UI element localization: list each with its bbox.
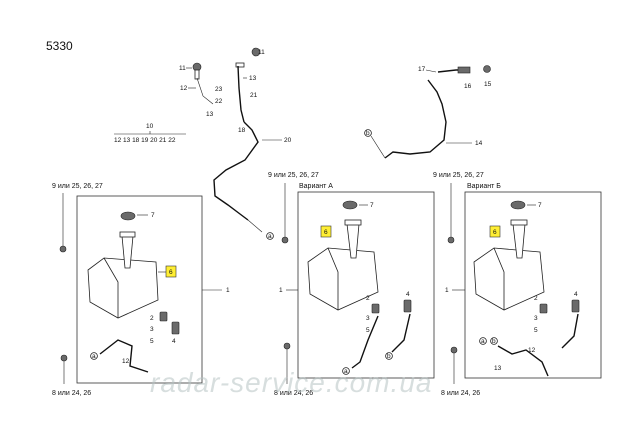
callout-18: 18 [238, 127, 246, 134]
callout-10: 10 [146, 123, 154, 130]
p1-callout-1: 1 [226, 287, 230, 294]
panel-3-bottom: 8 или 24, 26 [441, 390, 480, 397]
callout-16: 16 [464, 83, 472, 90]
panel-2-frame [297, 191, 435, 379]
panel-1-frame [76, 195, 203, 384]
panel-3-frame [464, 191, 602, 379]
callout-11a: 11 [179, 65, 186, 72]
callout-22: 22 [215, 98, 223, 105]
panel-2-bottom: 8 или 24, 26 [274, 390, 313, 397]
callout-13b: 13 [249, 75, 257, 82]
page-code: 5330 [46, 39, 73, 53]
callout-23: 23 [215, 86, 223, 93]
p3-callout-5: 5 [534, 327, 538, 334]
panel-1: 9 или 25, 26, 27 7 6 2 3 5 4 1 a 12 8 ил… [52, 183, 230, 397]
panel-2: 9 или 25, 26, 27 Вариант А 7 6 2 3 5 4 1… [268, 172, 435, 397]
hose-group: 11 12 13 23 22 11 13 21 18 10 12 13 18 1… [114, 47, 492, 240]
p3-highlight-6 [489, 225, 501, 238]
callout-17: 17 [418, 66, 426, 73]
p3-connector-13: 13 [494, 365, 502, 372]
p1-callout-4: 4 [172, 338, 176, 345]
callout-list: 12 13 18 19 20 21 22 [114, 137, 176, 144]
panel-3-header: 9 или 25, 26, 27 [433, 172, 484, 179]
callout-20: 20 [284, 137, 292, 144]
p2-callout-4: 4 [406, 291, 410, 298]
panel-3-title: Вариант Б [467, 183, 501, 190]
p2-callout-3: 3 [366, 315, 370, 322]
p1-callout-6: 6 [169, 269, 173, 276]
callout-11b: 11 [258, 49, 265, 56]
connector-a-top: a [268, 233, 272, 240]
p1-callout-7: 7 [151, 212, 155, 219]
p2-highlight-6 [320, 225, 332, 238]
p3-callout-1: 1 [445, 287, 449, 294]
p3-callout-4: 4 [574, 291, 578, 298]
nozzle-11 [192, 62, 202, 80]
p1-highlight-6 [165, 265, 177, 278]
p1-connector-a: a [92, 353, 96, 360]
callout-21: 21 [250, 92, 258, 99]
callout-12a: 12 [180, 85, 188, 92]
panel-1-header: 9 или 25, 26, 27 [52, 183, 103, 190]
p1-callout-2: 2 [150, 315, 154, 322]
panel-2-header: 9 или 25, 26, 27 [268, 172, 319, 179]
callout-14: 14 [475, 140, 483, 147]
p3-callout-2: 2 [534, 295, 538, 302]
p1-callout-3: 3 [150, 326, 154, 333]
p2-callout-2: 2 [366, 295, 370, 302]
p2-callout-5: 5 [366, 327, 370, 334]
p1-callout-5: 5 [150, 338, 154, 345]
p2-callout-1: 1 [279, 287, 283, 294]
p3-connector-b: b [492, 338, 496, 345]
p3-callout-3: 3 [534, 315, 538, 322]
p3-callout-7: 7 [538, 202, 542, 209]
p3-callout-6: 6 [493, 229, 497, 236]
nozzle-11b [235, 47, 261, 68]
watermark: radar-service.com.ua [150, 367, 432, 398]
callout-15: 15 [484, 81, 492, 88]
p3-connector-a: a [481, 338, 485, 345]
p3-connector-12: 12 [528, 347, 536, 354]
p1-connector-12: 12 [122, 358, 130, 365]
panel-2-title: Вариант А [299, 183, 333, 190]
callout-13a: 13 [206, 111, 214, 118]
p2-connector-a: a [344, 368, 348, 375]
p2-callout-6: 6 [324, 229, 328, 236]
panel-1-bottom: 8 или 24, 26 [52, 390, 91, 397]
p2-connector-b: b [387, 353, 391, 360]
p2-callout-7: 7 [370, 202, 374, 209]
panel-3: 9 или 25, 26, 27 Вариант Б 7 6 2 3 5 4 1… [433, 172, 602, 397]
connector-b-top: b [366, 130, 370, 137]
